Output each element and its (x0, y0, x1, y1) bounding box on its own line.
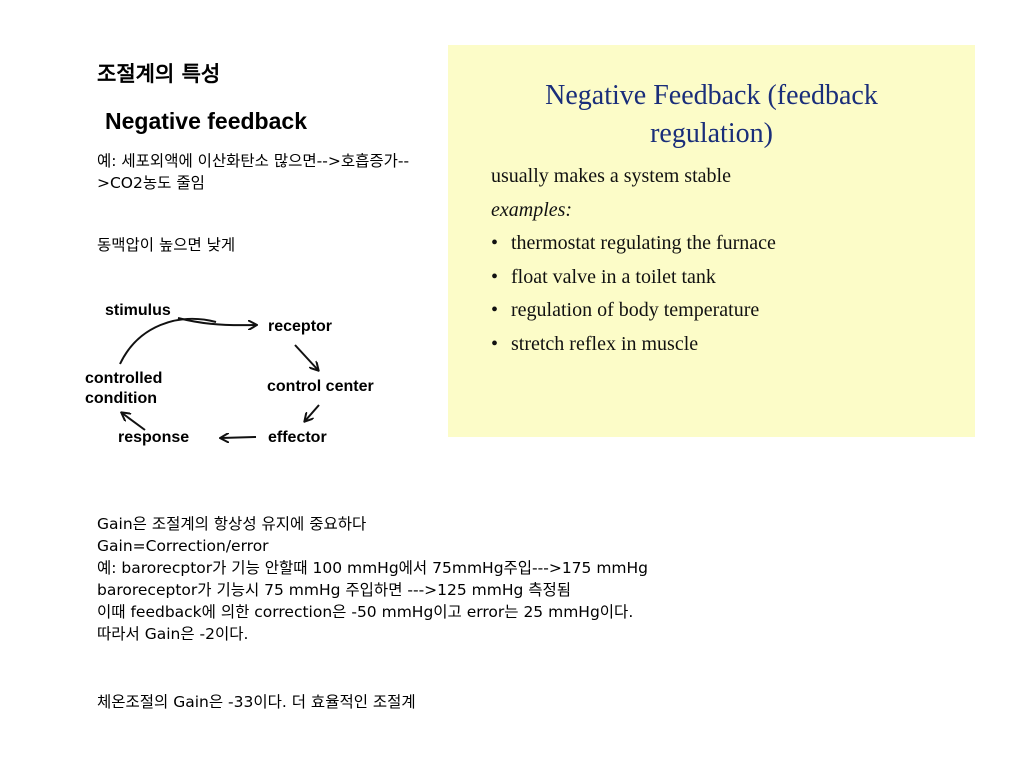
feedback-arrows (119, 317, 408, 460)
closing-statement: 체온조절의 Gain은 -33이다. 더 효율적인 조절계 (97, 693, 416, 711)
arrow-receptor-control-center (294, 344, 318, 370)
gain-line: 예: barorecptor가 기능 안할때 100 mmHg에서 75mmHg… (97, 559, 649, 577)
list-item: •thermostat regulating the furnace (491, 232, 776, 254)
arrow-response-condition (122, 413, 146, 431)
list-item: •regulation of body temperature (491, 299, 760, 321)
slide-title: 조절계의 특성 (97, 62, 221, 86)
gain-line: 따라서 Gain은 -2이다. (97, 625, 249, 643)
panel-body: usually makes a system stable examples: … (491, 163, 776, 364)
node-effector: effector (268, 429, 327, 446)
panel-title: Negative Feedback (feedback regulation) (545, 80, 878, 149)
gain-line: Gain은 조절계의 항상성 유지에 중요하다 (97, 515, 367, 533)
slide-subtitle: Negative feedback (105, 108, 307, 134)
example-blood-pressure: 동맥압이 높으면 낮게 (97, 236, 236, 254)
arrow-control-center-effector (305, 404, 320, 421)
panel-intro: usually makes a system stable (491, 165, 731, 187)
list-item: •float valve in a toilet tank (491, 265, 716, 288)
panel-examples-label: examples: (491, 198, 573, 221)
node-controlled-condition: controlled condition (85, 370, 163, 407)
gain-explanation: Gain은 조절계의 항상성 유지에 중요하다 Gain=Correction/… (97, 513, 648, 645)
gain-line: baroreceptor가 기능시 75 mmHg 주입하면 --->125 m… (97, 581, 572, 599)
gain-line: Gain=Correction/error (97, 537, 269, 555)
node-response: response (118, 429, 190, 446)
arrow-condition-receptor (119, 318, 217, 365)
panel-example-list: •thermostat regulating the furnace •floa… (491, 230, 776, 364)
feedback-loop-diagram: stimulus receptor control center effecto… (78, 290, 408, 460)
gain-line: 이때 feedback에 의한 correction은 -50 mmHg이고 e… (97, 603, 634, 621)
node-receptor: receptor (268, 318, 333, 335)
list-item: •stretch reflex in muscle (491, 332, 699, 355)
node-control-center: control center (267, 378, 374, 395)
negative-feedback-panel: Negative Feedback (feedback regulation) … (448, 45, 975, 437)
arrow-effector-response (221, 437, 257, 438)
node-stimulus: stimulus (105, 302, 171, 319)
example-co2: 예: 세포외액에 이산화탄소 많으면-->호흡증가-->CO2농도 줄임 (97, 152, 410, 192)
